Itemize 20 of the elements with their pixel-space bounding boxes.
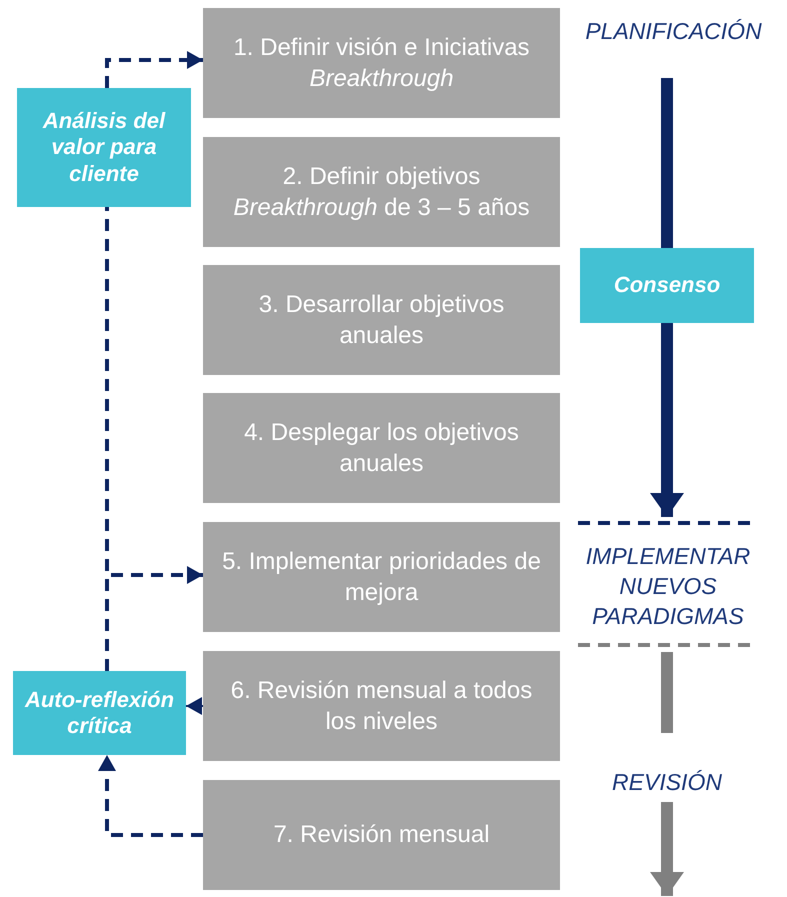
arrow bbox=[650, 802, 684, 896]
connector-line bbox=[661, 652, 673, 733]
process-box: 4. Desplegar los objetivos anuales bbox=[203, 393, 560, 503]
highlight-box: Análisis del valor para cliente bbox=[17, 88, 191, 207]
stage-label: PLANIFICACIÓN bbox=[560, 12, 787, 52]
process-box: 5. Implementar prioridades de mejora bbox=[203, 522, 560, 632]
connector-line bbox=[661, 78, 673, 248]
process-box: 2. Definir objetivos Breakthrough de 3 – 5 años bbox=[203, 137, 560, 247]
highlight-box: Auto-reflexión crítica bbox=[13, 671, 186, 755]
arrow bbox=[105, 51, 203, 88]
arrow bbox=[98, 755, 203, 837]
process-box: 1. Definir visión e Iniciativas Breakthrough bbox=[203, 8, 560, 118]
arrow bbox=[186, 697, 203, 715]
process-box: 6. Revisión mensual a todos los niveles bbox=[203, 651, 560, 761]
stage-label: IMPLEMENTAR NUEVOS PARADIGMAS bbox=[568, 536, 768, 638]
highlight-box: Consenso bbox=[580, 248, 754, 323]
process-box: 7. Revisión mensual bbox=[203, 780, 560, 890]
stage-label: REVISIÓN bbox=[580, 764, 754, 802]
process-box: 3. Desarrollar objetivos anuales bbox=[203, 265, 560, 375]
arrow bbox=[650, 323, 684, 517]
